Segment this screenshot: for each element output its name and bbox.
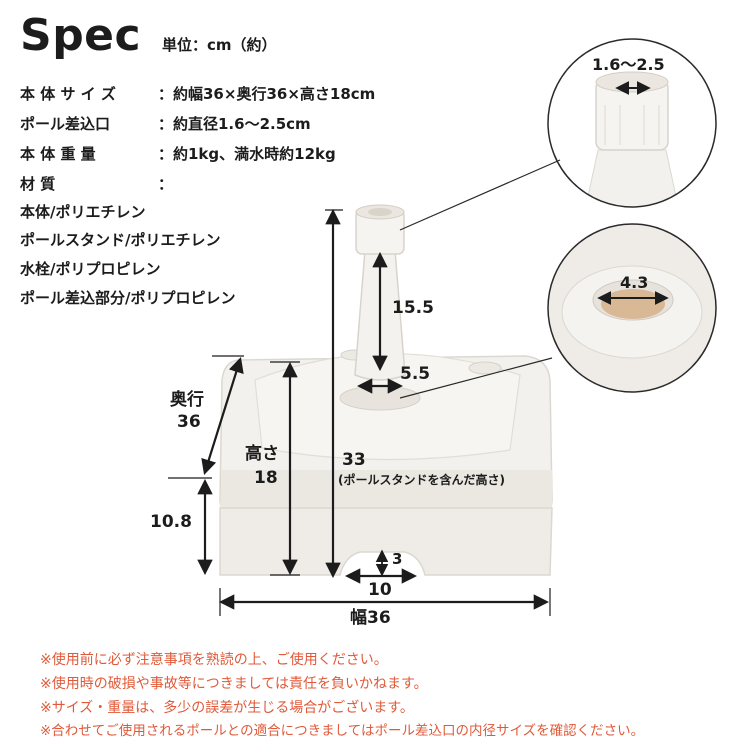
dim-side-height: 10.8 [150,512,192,532]
material-item: ポールスタンド/ポリエチレン [20,231,221,249]
caution-note: ※使用時の破損や事故等につきましては責任を負いかねます。 [40,676,428,692]
dim-pole-base-width: 5.5 [400,364,431,384]
spec-row-weight: 本 体 重 量 ：約1kg、満水時約12kg [20,147,336,162]
caution-note: ※サイズ・重量は、多少の誤差が生じる場合がございます。 [40,700,414,716]
leader-line [399,159,561,231]
dim-height-label: 高さ [245,444,279,464]
spec-row-size: 本 体 サ イ ズ ：約幅36×奥行36×高さ18cm [20,87,375,102]
dim-pole-stand-height: 15.5 [392,298,434,318]
dim-width-label: 幅36 [350,608,391,628]
spec-value: ：約幅36×奥行36×高さ18cm [158,85,376,103]
spec-label: 本 体 サ イ ズ [20,85,116,103]
dim-height-value: 18 [254,468,278,488]
page-title: Spec [20,10,142,61]
caution-note: ※使用前に必ず注意事項を熟読の上、ご使用ください。 [40,652,388,668]
dimension-lines [197,208,550,610]
spec-value: ： [158,175,174,193]
leader-line [399,357,553,399]
dim-inner-diameter: 4.3 [620,273,649,292]
dim-depth-value: 36 [177,412,201,432]
spec-label: 材 質 [20,175,56,193]
dim-depth-label: 奥行 [170,390,204,410]
dim-total-height: 33 [342,450,366,470]
zoom-pole-inlet [547,38,717,208]
unit-label: 単位：cm（約） [162,36,277,54]
zoom-water-inlet [547,223,717,393]
spec-value: ：約1kg、満水時約12kg [158,145,336,163]
dim-foot-width: 10 [368,580,392,600]
dim-top-diameter: 1.6〜2.5 [592,55,665,74]
extension-lines [168,209,551,616]
caution-note: ※合わせてご使用されるポールとの適合につきましてはポール差込口の内径サイズを確認… [40,723,645,739]
spec-row-pole-inlet: ポール差込口 ：約直径1.6〜2.5cm [20,117,311,132]
material-item: 水栓/ポリプロピレン [20,260,161,278]
spec-label: ポール差込口 [20,115,111,133]
stand-base [219,349,553,576]
spec-row-material: 材 質 ： [20,177,173,192]
material-item: 本体/ポリエチレン [20,203,146,221]
spec-value: ：約直径1.6〜2.5cm [158,115,311,133]
dim-foot-gap: 3 [392,550,403,568]
material-item: ポール差込部分/ポリプロピレン [20,289,236,307]
spec-label: 本 体 重 量 [20,145,96,163]
dim-total-height-note: (ポールスタンドを含んだ高さ) [338,473,505,487]
